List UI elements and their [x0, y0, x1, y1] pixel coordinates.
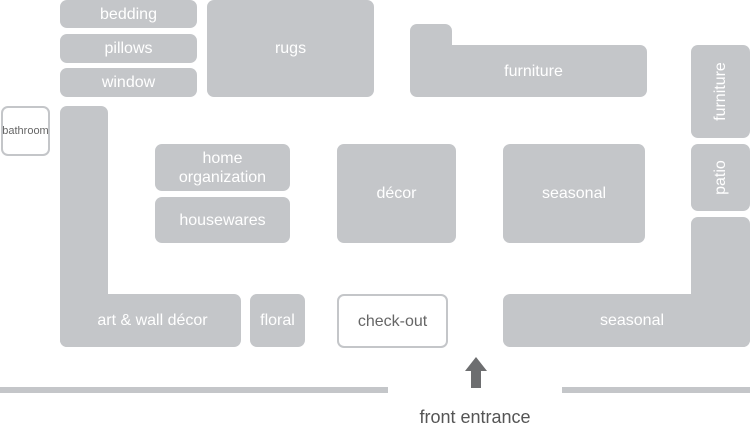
zone-seasonal-bottom[interactable]: [503, 294, 750, 347]
zone-housewares[interactable]: [155, 197, 290, 243]
zone-floral[interactable]: [250, 294, 305, 347]
front-wall-right: [562, 387, 750, 393]
front-wall-left: [0, 387, 388, 393]
zone-window[interactable]: [60, 68, 197, 97]
zone-home-organization[interactable]: [155, 144, 290, 191]
zone-furniture-top[interactable]: [410, 45, 647, 97]
zone-bedding[interactable]: [60, 0, 197, 28]
front-entrance-label: front entrance: [419, 406, 531, 427]
zone-art-wall-decor[interactable]: [60, 294, 241, 347]
zone-decor[interactable]: [337, 144, 456, 243]
zone-seasonal-center[interactable]: [503, 144, 645, 243]
arrow-up-icon: [465, 357, 487, 388]
zone-furniture-right[interactable]: [691, 45, 750, 138]
zone-rugs[interactable]: [207, 0, 374, 97]
zone-patio[interactable]: [691, 144, 750, 211]
zone-checkout[interactable]: [337, 294, 448, 348]
zone-bathroom[interactable]: [1, 106, 50, 156]
zone-pillows[interactable]: [60, 34, 197, 63]
